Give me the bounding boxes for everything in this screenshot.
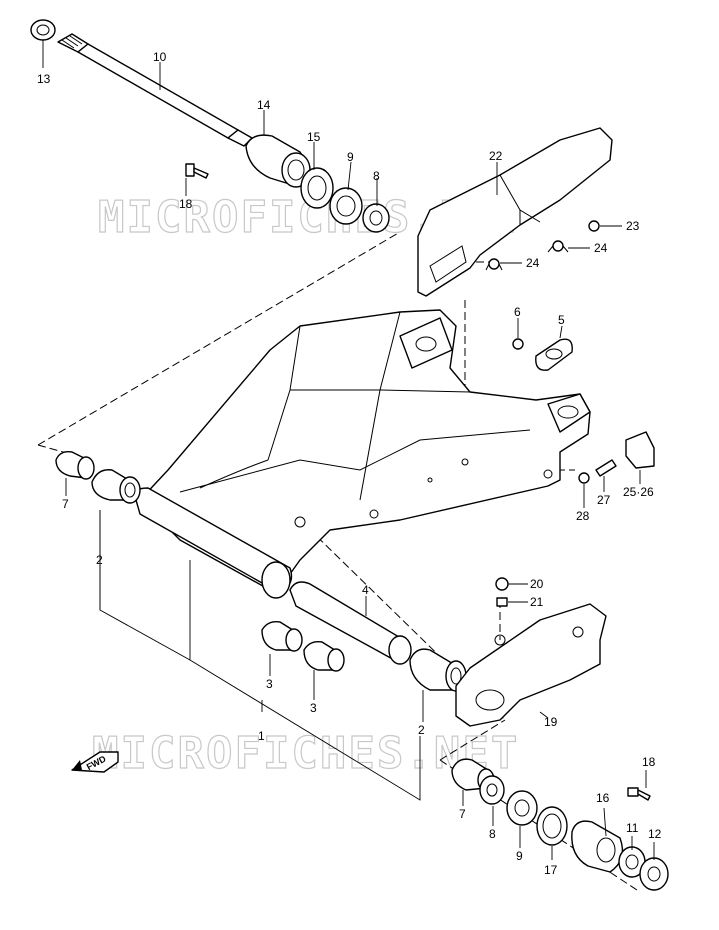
callout-16: 16 [596, 791, 610, 805]
chain-guard [417, 127, 613, 297]
callout-22: 22 [489, 149, 503, 163]
callout-13: 13 [37, 72, 51, 86]
callout-24-right: 24 [594, 241, 608, 255]
callout-1: 1 [258, 729, 265, 743]
callout-14: 14 [257, 98, 271, 112]
left-bearings [55, 450, 467, 692]
callout-3-right: 3 [310, 701, 317, 715]
callout-17: 17 [544, 863, 558, 877]
callout-5: 5 [558, 313, 565, 327]
callout-27: 27 [597, 493, 611, 507]
callout-10: 10 [153, 50, 167, 64]
callout-25-26: 25·26 [623, 485, 654, 499]
callout-18-top: 18 [179, 197, 193, 211]
callout-9-top: 9 [347, 150, 354, 164]
callout-20: 20 [530, 577, 544, 591]
watermark-bottom: MICROFICHES.NET [92, 728, 519, 779]
side-cover [455, 603, 607, 727]
callout-21: 21 [530, 595, 544, 609]
callout-28: 28 [576, 509, 590, 523]
callout-2-right: 2 [418, 723, 425, 737]
callout-4: 4 [362, 583, 369, 597]
callout-18-bottom: 18 [642, 755, 656, 769]
callout-11: 11 [626, 821, 639, 835]
callout-24-left: 24 [526, 256, 540, 270]
callout-6: 6 [514, 305, 521, 319]
guard-fasteners [485, 220, 600, 271]
callout-23: 23 [626, 219, 640, 233]
callout-8-bottom: 8 [489, 827, 496, 841]
top-rings [300, 167, 390, 233]
callout-3-left: 3 [266, 677, 273, 691]
pivot-shaft [30, 19, 253, 147]
callout-9-bottom: 9 [516, 849, 523, 863]
callout-7-left: 7 [62, 497, 69, 511]
callout-19: 19 [544, 715, 558, 729]
leader-lines [42, 40, 655, 860]
callout-2-left: 2 [96, 553, 103, 567]
callout-7-bottom: 7 [459, 807, 466, 821]
adjuster-parts [578, 431, 655, 484]
callout-12: 12 [648, 827, 662, 841]
callout-8-top: 8 [373, 169, 380, 183]
callout-labels: 13 10 14 15 9 8 18 22 23 24 24 6 5 25·26… [37, 50, 662, 877]
fasteners-20-21 [495, 577, 509, 607]
callout-15: 15 [307, 130, 321, 144]
bracket-5 [512, 338, 573, 371]
bolt-top [185, 163, 209, 179]
fwd-arrow-icon: FWD [71, 751, 119, 773]
pivot-collar [245, 134, 311, 188]
